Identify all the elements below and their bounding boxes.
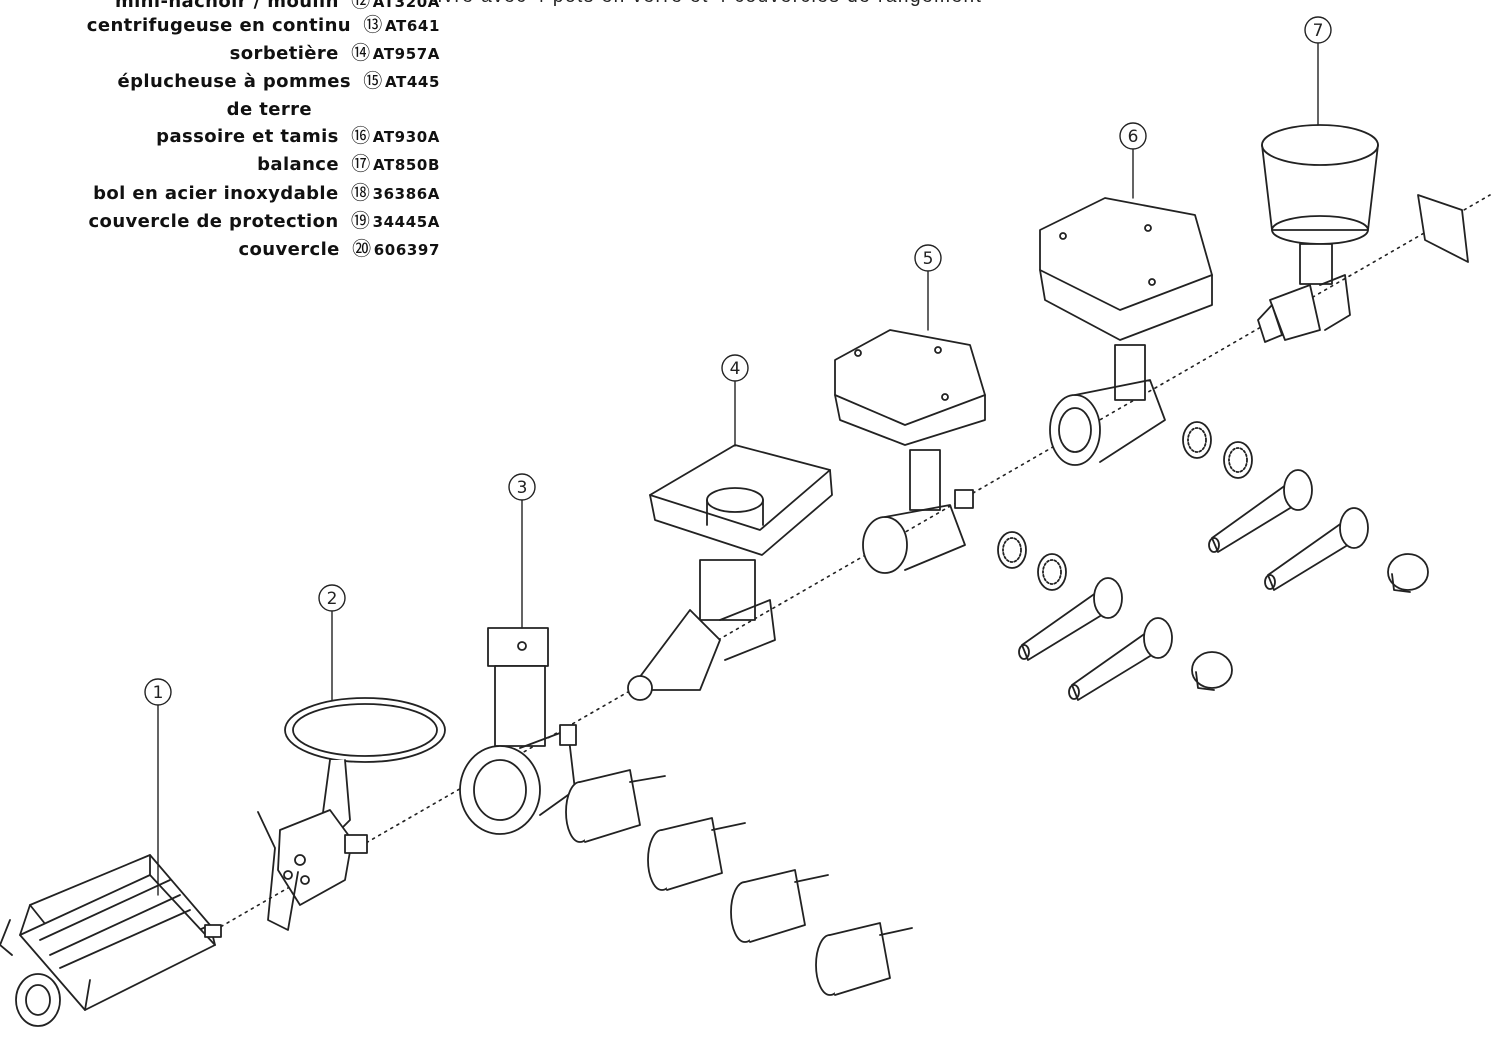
part-name: centrifugeuse en continu (86, 15, 351, 36)
part-name: sorbetière (229, 43, 339, 64)
grinding-plate (1223, 441, 1253, 479)
part-name: couvercle de protection (88, 211, 339, 232)
shredder-drum (647, 817, 746, 891)
meat-grinder-part (1039, 149, 1213, 466)
part-code: AT850B (372, 156, 440, 174)
slicer-drum (730, 869, 829, 943)
part-code: AT957A (372, 45, 440, 63)
callout-5 (914, 244, 942, 272)
part-number: ⑫ (351, 0, 371, 12)
callout-1 (144, 678, 172, 706)
sausage-tube (1264, 507, 1369, 591)
callout-label: 3 (517, 478, 528, 498)
callout-label: 1 (153, 683, 164, 703)
pasta-roller-part (0, 704, 222, 1027)
callout-label: 7 (1313, 21, 1324, 41)
part-number: ⑭ (351, 42, 371, 64)
part-number: ⑰ (351, 153, 371, 175)
part-number: ⑳ (352, 238, 372, 260)
sausage-tube (1068, 617, 1173, 701)
callout-3 (508, 473, 536, 501)
shredder-drum (565, 769, 666, 843)
callout-label: 5 (923, 249, 934, 269)
sausage-tube (1018, 577, 1123, 661)
parts-list-row: de terre (227, 96, 312, 123)
stuffer-cap (1191, 651, 1233, 691)
food-grinder-part (257, 611, 446, 931)
grinding-plate (1182, 421, 1212, 459)
part-code: AT930A (372, 128, 440, 146)
part-number: ⑯ (351, 125, 371, 147)
callout-6 (1119, 122, 1147, 150)
top-note: livré avec 4 pots en verre et 4 couvercl… (432, 0, 982, 8)
slicer-shredder-part (459, 499, 577, 835)
callouts (144, 16, 1332, 706)
part-code: AT320A (372, 0, 440, 11)
juicer-part (627, 381, 833, 701)
part-name: couvercle (238, 239, 340, 260)
part-name: passoire et tamis (156, 126, 339, 147)
part-name: éplucheuse à pommes (117, 71, 351, 92)
part-code: 34445A (372, 213, 440, 231)
hopper-part (1257, 43, 1469, 343)
callout-7 (1304, 16, 1332, 44)
slicer-drum (815, 922, 913, 996)
grinding-plate (997, 531, 1027, 569)
callout-2 (318, 584, 346, 612)
part-code: 36386A (372, 185, 440, 203)
part-number: ⑲ (350, 210, 371, 232)
part-number: ⑱ (350, 182, 371, 204)
part-name: de terre (226, 99, 312, 120)
part-code: 606397 (373, 241, 440, 259)
part-code: AT445 (385, 73, 440, 91)
part-number: ⑬ (363, 14, 383, 36)
callout-label: 6 (1128, 127, 1139, 147)
callout-4 (721, 354, 749, 382)
part-number: ⑮ (363, 70, 383, 92)
meat-grinder-part (834, 271, 986, 574)
part-name: mini-hachoir / moulin (114, 0, 339, 12)
part-name: balance (257, 154, 339, 175)
stuffer-cap (1387, 553, 1429, 593)
callout-label: 2 (327, 589, 338, 609)
grinding-plate (1037, 553, 1067, 591)
sausage-tube (1208, 469, 1313, 553)
callout-label: 4 (730, 359, 741, 379)
part-code: AT641 (385, 17, 440, 35)
part-name: bol en acier inoxydable (93, 183, 339, 204)
